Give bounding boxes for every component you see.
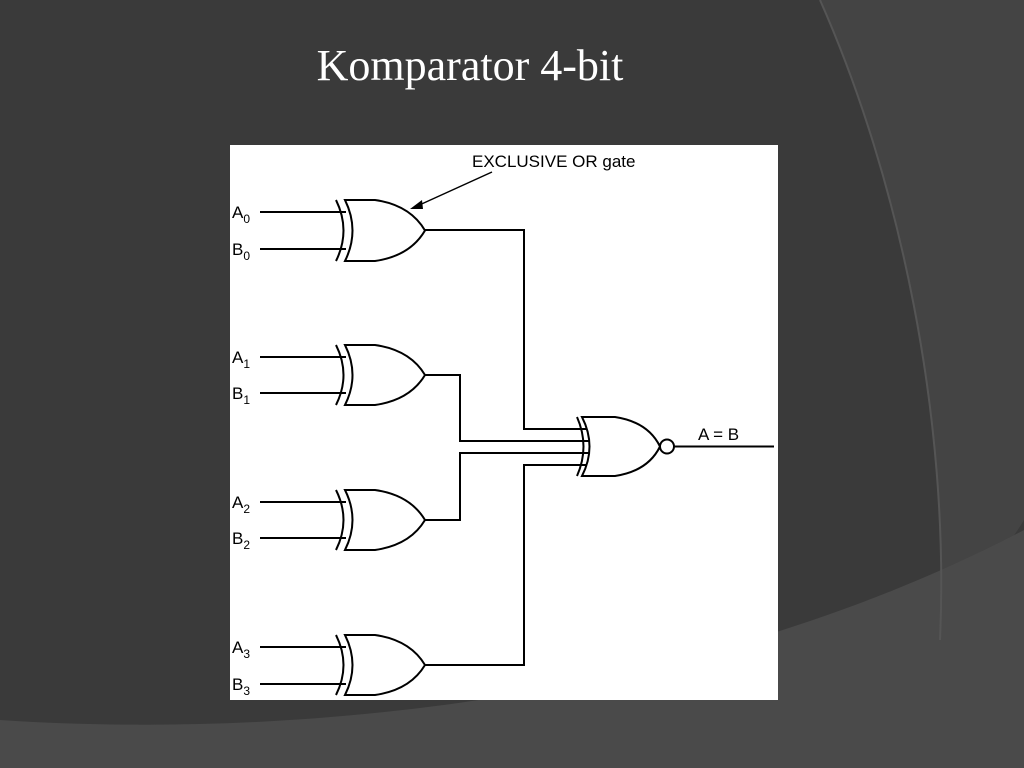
xor-gate-3 [260,634,427,696]
input-label-b3: B3 [232,675,250,698]
input-label-b1: B1 [232,384,250,407]
nor-gate [576,416,675,477]
diagram-panel: EXCLUSIVE OR gate [230,145,778,700]
xor-gate-1 [260,344,427,406]
wire-xor1-to-nor [425,374,590,442]
input-label-a0: A0 [232,203,250,226]
wire-xor2-to-nor [425,452,590,521]
wire-xor0-to-nor [425,229,590,430]
callout-arrow [414,171,493,208]
input-label-b2: B2 [232,529,250,552]
callout-label: EXCLUSIVE OR gate [472,152,635,171]
callout-arrowhead [410,200,423,209]
slide-title: Komparator 4-bit [316,41,624,90]
input-label-a3: A3 [232,638,250,661]
inversion-bubble [659,438,675,455]
xor-gate-0 [260,199,427,262]
input-label-a2: A2 [232,493,250,516]
comparator-circuit: EXCLUSIVE OR gate [232,152,774,698]
input-label-b0: B0 [232,240,250,263]
output-label: A = B [698,425,739,444]
wire-xor3-to-nor [425,464,590,666]
input-label-a1: A1 [232,348,250,371]
xor-gate-2 [260,489,427,551]
